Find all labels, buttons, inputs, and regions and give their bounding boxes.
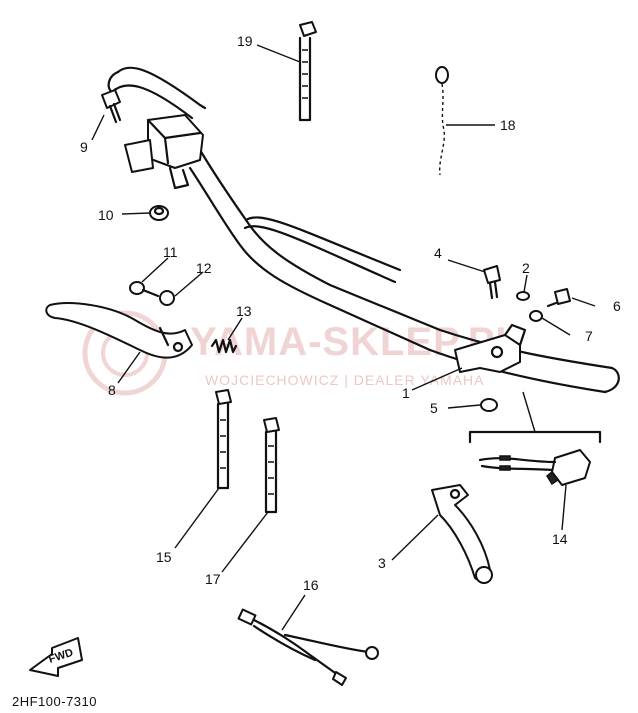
callout-3: 3	[378, 555, 386, 571]
callout-11: 11	[163, 244, 178, 260]
nut-5	[480, 398, 498, 412]
callout-12: 12	[196, 260, 212, 276]
nut-10	[149, 205, 169, 221]
switch-bracket	[468, 391, 602, 444]
callout-16: 16	[303, 577, 319, 593]
lever-3	[431, 484, 493, 584]
callout-14: 14	[552, 531, 568, 547]
bolt-6	[546, 288, 571, 308]
clamp-assembly	[124, 114, 204, 190]
callout-8: 8	[108, 382, 116, 398]
bolt-4	[483, 265, 501, 300]
callout-18: 18	[500, 117, 516, 133]
callout-19: 19	[237, 33, 253, 49]
watermark-tagline: WOJCIECHOWICZ | DEALER YAMAHA	[205, 372, 484, 388]
washer-2	[516, 291, 530, 301]
lever-8	[45, 302, 193, 359]
washer-7	[529, 310, 543, 322]
bolt-9	[101, 89, 122, 124]
nut-12	[159, 290, 175, 306]
callout-10: 10	[98, 207, 114, 223]
cable-tie-17	[263, 417, 280, 514]
callout-13: 13	[236, 303, 252, 319]
callout-2: 2	[522, 260, 530, 276]
fwd-arrow-icon: FWD	[29, 637, 83, 677]
callout-7: 7	[585, 328, 593, 344]
diagram-code: 2HF100-7310	[12, 694, 97, 709]
callout-5: 5	[430, 400, 438, 416]
spring-13	[210, 338, 238, 354]
callout-9: 9	[80, 139, 88, 155]
cable-tie-19	[298, 21, 317, 122]
bracket-1	[454, 323, 527, 373]
callout-4: 4	[434, 245, 442, 261]
callout-17: 17	[205, 571, 221, 587]
wire-harness-16	[237, 608, 379, 686]
bolt-11	[129, 281, 160, 298]
callout-labels: 1 2 3 4 5 6 7 8 9 10 11 12 13 14 15 16 1…	[80, 33, 621, 593]
handlebar	[107, 66, 620, 394]
callout-1: 1	[402, 385, 410, 401]
callout-6: 6	[613, 298, 621, 314]
chain-18	[435, 66, 449, 176]
switch-14	[478, 449, 591, 486]
cable-tie-15	[215, 389, 232, 490]
leader-lines	[91, 44, 596, 631]
callout-15: 15	[156, 549, 172, 565]
